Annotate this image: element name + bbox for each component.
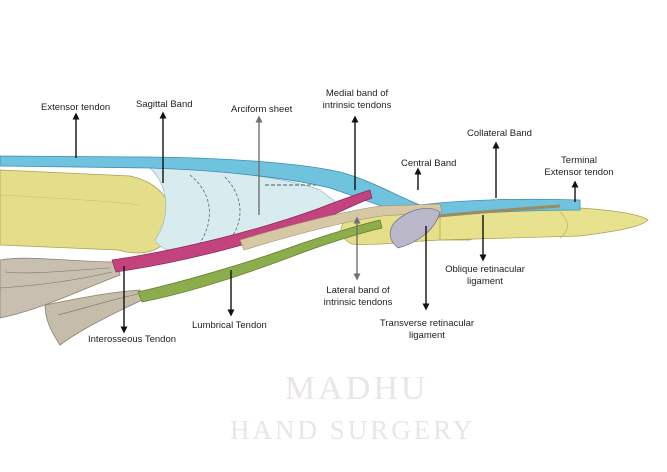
- label-terminal-line1: Terminal: [561, 155, 597, 166]
- label-medial-band-line1: Medial band of: [325, 88, 389, 99]
- label-collateral-band: Collateral Band: [467, 128, 532, 139]
- label-arciform-sheet: Arciform sheet: [231, 104, 293, 115]
- label-lumbrical-tendon: Lumbrical Tendon: [192, 320, 267, 331]
- label-lateral-band: Lateral band of intrinsic tendons: [318, 285, 398, 309]
- interosseous-tendon-band: [111, 189, 373, 273]
- label-transverse-line1: Transverse retinacular: [379, 318, 475, 329]
- lumbrical-tendon-band: [137, 219, 383, 303]
- label-interosseous-tendon: Interosseous Tendon: [88, 334, 177, 345]
- muscle-bellies: [0, 257, 143, 346]
- pointer-arrows: [72, 111, 579, 334]
- label-medial-band: Medial band of intrinsic tendons: [317, 88, 397, 112]
- label-lateral-band-line2: intrinsic tendons: [323, 297, 393, 308]
- label-transverse-line2: ligament: [409, 330, 445, 341]
- label-oblique-retinacular-ligament: Oblique retinacular ligament: [437, 264, 533, 288]
- watermark-line2: HAND SURGERY: [230, 415, 476, 445]
- label-sagittal-band: Sagittal Band: [136, 99, 193, 110]
- label-medial-band-line2: intrinsic tendons: [322, 100, 392, 111]
- label-extensor-tendon: Extensor tendon: [41, 102, 111, 113]
- label-oblique-line1: Oblique retinacular: [445, 264, 525, 275]
- label-oblique-line2: ligament: [467, 276, 503, 287]
- watermark-line1: MADHU: [285, 370, 429, 407]
- extensor-tendon: [0, 155, 581, 219]
- label-lateral-band-line1: Lateral band of: [326, 285, 390, 296]
- label-terminal-extensor-tendon: Terminal Extensor tendon: [538, 155, 620, 179]
- label-transverse-retinacular-ligament: Transverse retinacular ligament: [374, 318, 480, 342]
- label-terminal-line2: Extensor tendon: [544, 167, 614, 178]
- label-central-band: Central Band: [401, 158, 457, 169]
